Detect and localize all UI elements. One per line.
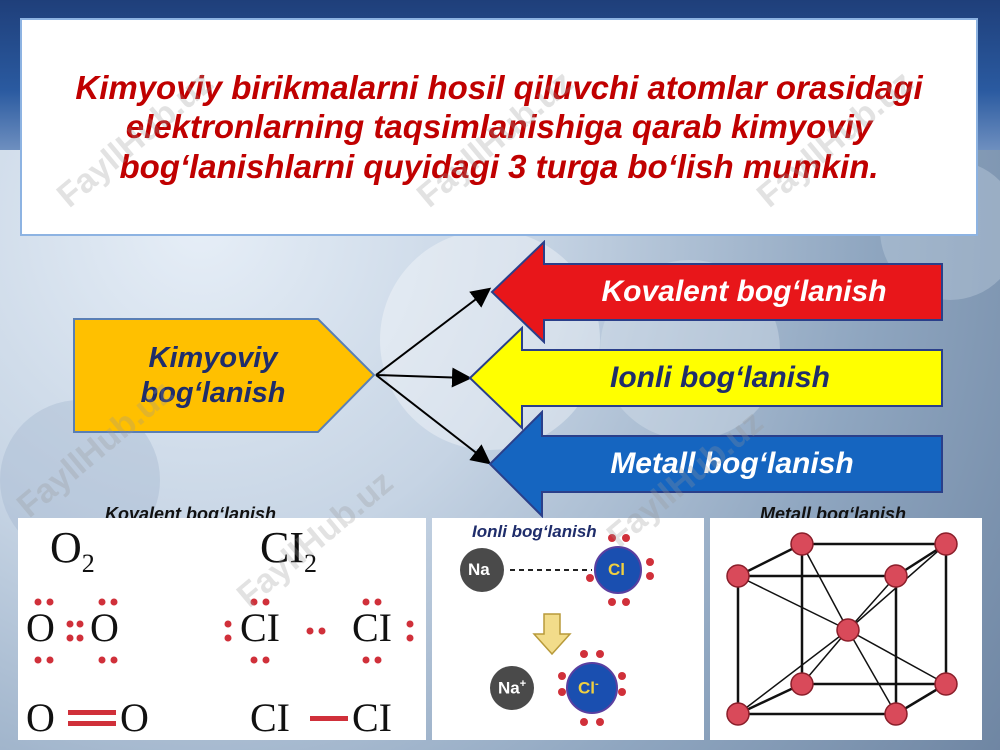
cl-atom-label: Cl [608, 560, 625, 579]
cl2-structural-right: CI [352, 695, 392, 740]
cl-atom-left: CI [240, 605, 280, 650]
na-atom-label: Na [468, 560, 490, 579]
connector-arrow-metall [375, 374, 492, 465]
single-bond [310, 716, 348, 721]
o2-formula: O2 [50, 523, 95, 578]
o-atom-right: O [90, 605, 119, 650]
caption-ionli: Ionli bog‘lanish [472, 522, 597, 541]
branch-kovalent-label: Kovalent bog‘lanish [601, 275, 887, 308]
branch-ionli-shape [468, 326, 943, 430]
o2-lewis-structure [34, 598, 118, 664]
ionic-panel: Ionli bog‘lanish Na Cl Na+ Cl- [432, 518, 704, 740]
o2-structural-right: O [120, 695, 149, 740]
metal-lattice-diagram [726, 532, 958, 726]
branch-kovalent-shape [490, 240, 943, 344]
na-ion-label: Na+ [498, 678, 527, 698]
o-atom-left: O [26, 605, 55, 650]
cl-atom-right: CI [352, 605, 392, 650]
page-title: Kimyoviy birikmalarni hosil qiluvchi ato… [75, 68, 923, 185]
branch-metall-label: Metall bog‘lanish [610, 447, 854, 480]
metal-panel [710, 518, 982, 740]
root-node-shape [73, 318, 375, 433]
branch-metall-shape [488, 410, 943, 518]
double-bond [68, 710, 116, 726]
cl2-formula: CI2 [260, 523, 317, 578]
branch-ionli-label: Ionli bog‘lanish [610, 361, 830, 394]
cl2-structural-left: CI [250, 695, 290, 740]
connector-arrow-ionli [375, 367, 472, 388]
cl2-lewis-structure [224, 598, 414, 664]
o2-structural-left: O [26, 695, 55, 740]
connector-arrow-kovalent [375, 287, 492, 376]
cl-ion-label: Cl- [578, 678, 599, 698]
covalent-panel: O2 CI2 O O CI CI O O [18, 518, 426, 740]
ionic-diagram [460, 534, 654, 726]
root-node-label: Kimyoviy bog‘lanish [140, 341, 286, 409]
title-box: Kimyoviy birikmalarni hosil qiluvchi ato… [20, 18, 978, 236]
